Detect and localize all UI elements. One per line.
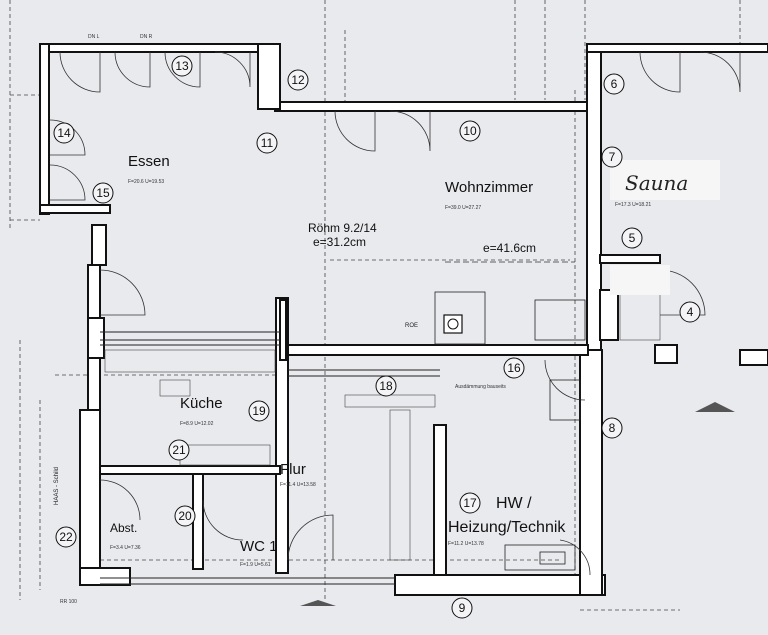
marker-label: 10 [463,124,477,138]
marker-4: 4 [679,301,701,323]
marker-5: 5 [621,227,643,249]
room-area-sauna: F=17.3 U=18.21 [615,202,651,208]
room-area-wohnzimmer: F=39.0 U=27.27 [445,205,481,211]
marker-label: 9 [459,601,466,615]
marker-14: 14 [53,122,75,144]
room-label-abst: Abst. [110,521,137,535]
marker-11: 11 [256,132,278,154]
room-area-kueche: F=8.9 U=12.02 [180,421,214,427]
marker-8: 8 [601,417,623,439]
room-label-essen: Essen [128,153,170,170]
marker-label: 5 [629,231,636,245]
marker-label: 20 [178,509,192,523]
room-area-wc: F=1.9 U=5.61 [240,562,271,568]
room-label-kueche: Küche [180,395,223,412]
fixtures [104,160,735,606]
room-markers: 4 5 6 7 8 9 10 11 12 13 14 15 16 17 18 19 20 21 22 [53,55,701,619]
room-label-wohnzimmer: Wohnzimmer [445,179,533,196]
marker-13: 13 [171,55,193,77]
marker-label: 19 [252,404,266,418]
marker-label: 22 [59,530,73,544]
marker-15: 15 [92,182,114,204]
marker-label: 12 [291,73,305,87]
marker-19: 19 [248,400,270,422]
room-area-flur: F=11.4 U=13.58 [280,482,316,488]
room-label-flur: Flur [280,461,306,478]
marker-9: 9 [451,597,473,619]
label-rr100: RR 100 [60,599,77,605]
label-dn-r: DN R [140,34,153,40]
annotation-haas: HAAS - Schild [54,467,60,505]
marker-7: 7 [601,146,623,168]
marker-label: 18 [379,379,393,393]
marker-label: 14 [57,126,71,140]
marker-18: 18 [375,375,397,397]
walls [39,43,768,596]
annotations: Röhm 9.2/14 e=31.2cm e=41.6cm ROE Ausdäm… [54,34,536,605]
marker-label: 8 [609,421,616,435]
door-swings [49,51,741,576]
marker-label: 15 [96,186,110,200]
marker-12: 12 [287,69,309,91]
room-labels: Essen F=20.6 U=19.53 Wohnzimmer F=39.0 U… [110,153,688,568]
marker-16: 16 [503,357,525,379]
room-label-wc: WC 1 [240,538,278,555]
annotation-roe: ROE [405,323,418,329]
room-label-sauna: Sauna [625,171,688,195]
marker-label: 11 [261,136,274,150]
marker-22: 22 [55,526,77,548]
marker-17: 17 [459,492,481,514]
marker-label: 13 [175,59,189,73]
marker-label: 16 [507,361,521,375]
room-area-abst: F=3.4 U=7.36 [110,545,141,551]
annotation-roehm: Röhm 9.2/14 [308,221,377,235]
annotation-e1: e=31.2cm [313,235,366,249]
marker-6: 6 [603,73,625,95]
room-label-hw-line2: Heizung/Technik [448,519,566,536]
marker-10: 10 [459,120,481,142]
marker-label: 6 [611,77,618,91]
room-area-essen: F=20.6 U=19.53 [128,179,164,185]
marker-label: 7 [609,150,616,164]
annotation-e2: e=41.6cm [483,241,536,255]
annotation-aufbau: Ausdämmung bauseits [455,384,506,390]
room-area-hw: F=11.2 U=13.78 [448,541,484,547]
marker-label: 17 [463,496,477,510]
marker-21: 21 [168,439,190,461]
room-label-hw-line1: HW / [496,495,532,512]
marker-label: 21 [172,443,186,457]
marker-label: 4 [687,305,694,319]
label-dn-l: DN L [88,34,100,40]
marker-20: 20 [174,505,196,527]
